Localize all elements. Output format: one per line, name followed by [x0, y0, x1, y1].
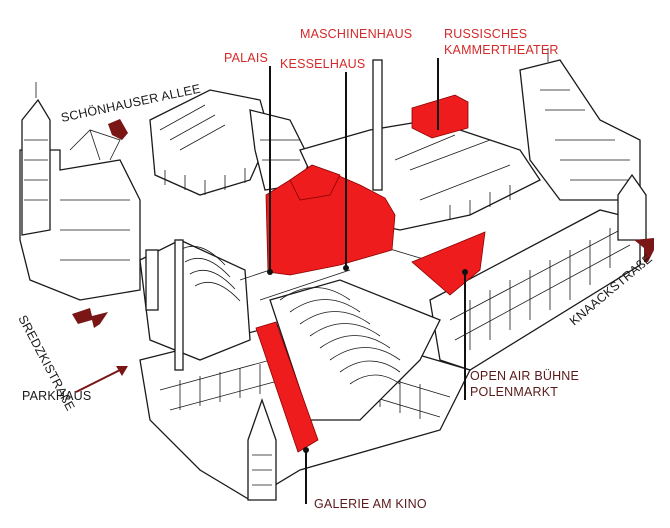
- label-parkhaus: PARKHAUS: [22, 389, 91, 403]
- arrow-icon: [72, 308, 108, 328]
- leader-lines: [267, 58, 468, 504]
- highlighted-venues: [255, 94, 486, 453]
- knaackstrasse-frontage: [429, 209, 641, 371]
- arrow-icon: [108, 119, 128, 140]
- open-air-buehne-highlight: [411, 231, 486, 296]
- corner-tower: [21, 98, 51, 236]
- label-openair-line1: OPEN AIR BÜHNE: [470, 369, 579, 383]
- right-tower: [617, 173, 647, 241]
- chimney-maschinenhaus: [372, 59, 383, 191]
- russisches-kammertheater-highlight: [411, 94, 469, 139]
- label-maschinenhaus: MASCHINENHAUS: [300, 27, 412, 41]
- label-kesselhaus: KESSELHAUS: [280, 57, 365, 71]
- label-russisches-line1: RUSSISCHES: [444, 27, 527, 41]
- chimney-middle: [174, 239, 184, 371]
- galerie-am-kino-highlight: [255, 321, 319, 453]
- right-corner-building: [519, 59, 641, 201]
- front-tower: [247, 398, 277, 501]
- label-openair-line2: POLENMARKT: [470, 385, 558, 399]
- hall-building: [149, 89, 271, 196]
- chimney-left: [145, 249, 159, 311]
- label-galerie-am-kino: GALERIE AM KINO: [314, 497, 427, 511]
- palais-roof-highlight: [289, 164, 341, 201]
- arrow-icon: [634, 238, 654, 262]
- label-palais: PALAIS: [224, 51, 268, 65]
- label-russisches-line2: KAMMERTHEATER: [444, 43, 559, 57]
- complex-buildings: [19, 48, 647, 501]
- street-arrows: [72, 119, 654, 393]
- arrow-icon: [75, 366, 128, 393]
